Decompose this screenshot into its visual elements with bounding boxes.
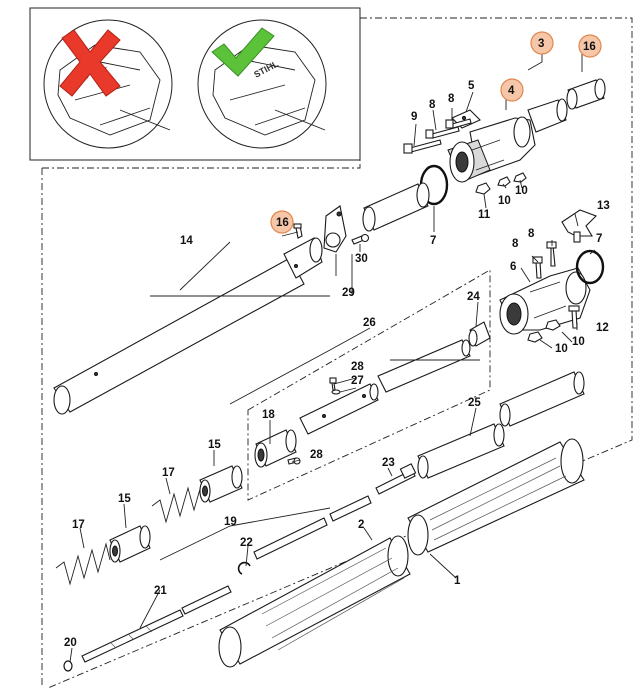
wrong-x-icon <box>59 29 121 97</box>
label-1: 1 <box>454 575 461 587</box>
label-2: 2 <box>358 519 364 531</box>
label-21: 21 <box>154 585 167 597</box>
label-14: 14 <box>180 235 193 247</box>
label-20: 20 <box>64 637 77 649</box>
clamp-29 <box>323 205 347 253</box>
spring-17-lower <box>55 542 111 586</box>
washer-27 <box>331 389 341 395</box>
label-7-lower: 7 <box>596 233 602 245</box>
spring-17-upper <box>151 480 207 524</box>
label-8d: 8 <box>512 238 519 250</box>
label-16-mid: 16 <box>276 217 289 229</box>
shaft-20 <box>81 609 184 663</box>
label-15-lower: 15 <box>118 493 131 505</box>
label-10b: 10 <box>515 185 528 197</box>
highlight-callouts <box>270 31 602 234</box>
label-30: 30 <box>355 253 368 265</box>
label-8a: 8 <box>448 93 455 105</box>
label-25: 25 <box>468 397 481 409</box>
screw-28-bottom <box>287 457 301 465</box>
sleeve-15-upper <box>199 465 243 503</box>
sleeve-15-lower <box>109 525 151 563</box>
label-23: 23 <box>382 457 395 469</box>
label-16-top: 16 <box>583 41 596 53</box>
label-24: 24 <box>467 291 480 303</box>
drive-tube-14 <box>53 237 323 415</box>
label-8c: 8 <box>528 228 535 240</box>
screw-30 <box>351 233 370 245</box>
label-17-lower: 17 <box>72 519 85 531</box>
sleeve-16-top <box>566 78 606 110</box>
callout-4-highlight <box>500 78 524 102</box>
label-8b: 8 <box>429 99 436 111</box>
nut-10b <box>513 172 527 183</box>
knob-13 <box>561 209 597 243</box>
callout-16-mid-highlight <box>270 210 294 234</box>
sleeve-tube <box>362 182 430 232</box>
screw-16-mid <box>293 223 303 239</box>
nut-10a <box>497 176 511 187</box>
circlip-22 <box>237 561 251 575</box>
label-10a: 10 <box>498 195 511 207</box>
sleeve-3 <box>527 98 568 133</box>
inset-correct: STIHL <box>197 19 327 149</box>
nut-10d <box>527 331 543 343</box>
label-15-upper: 15 <box>208 439 221 451</box>
label-28-top: 28 <box>351 361 364 373</box>
screw-8b <box>445 118 472 129</box>
handle-tube-1 <box>407 438 585 556</box>
label-19: 19 <box>224 516 237 528</box>
shaft-26-outer <box>377 339 471 393</box>
tube-25-upper <box>499 371 585 427</box>
correct-check-icon <box>211 27 275 77</box>
screw-9 <box>403 139 442 154</box>
shaft-23 <box>375 463 417 495</box>
inner-frame <box>247 269 491 501</box>
screw-28-top <box>329 377 337 391</box>
label-7-upper: 7 <box>430 235 436 247</box>
label-9: 9 <box>411 111 417 123</box>
label-5: 5 <box>468 80 475 92</box>
handle-tube-2 <box>218 535 411 668</box>
label-10d: 10 <box>555 343 568 355</box>
callout-3-highlight <box>530 31 554 55</box>
shaft-19-right <box>329 495 372 522</box>
sleeve-18 <box>254 429 297 468</box>
label-18: 18 <box>262 409 275 421</box>
shaft-19-left <box>253 517 328 560</box>
o-ring-20 <box>63 660 73 672</box>
label-13: 13 <box>597 200 610 212</box>
leader-lines <box>69 48 596 663</box>
nut-10c <box>545 319 561 331</box>
label-4: 4 <box>508 85 515 97</box>
inset-panel: STIHL STIHL <box>29 7 361 161</box>
label-10c: 10 <box>572 336 585 348</box>
nut-11 <box>475 182 491 195</box>
o-ring-7-lower <box>575 249 605 285</box>
label-26: 26 <box>363 317 376 329</box>
shaft-26-inner <box>299 383 379 435</box>
part-labels: 3 16 4 5 8 8 9 11 10 10 7 16 14 30 29 13… <box>64 38 610 649</box>
screw-8d <box>532 256 543 279</box>
label-11: 11 <box>478 209 491 221</box>
assembly-frame <box>41 17 633 689</box>
label-12: 12 <box>596 322 609 334</box>
callout-16-top-highlight <box>578 34 602 58</box>
label-3: 3 <box>538 38 544 50</box>
shaft-21 <box>181 585 232 615</box>
label-17-upper: 17 <box>162 467 175 479</box>
label-29: 29 <box>342 287 355 299</box>
label-27: 27 <box>351 375 364 387</box>
label-28-bottom: 28 <box>310 449 323 461</box>
screw-8c <box>546 241 557 267</box>
label-22: 22 <box>240 537 253 549</box>
bushing-24 <box>468 321 491 347</box>
tube-25-lower <box>417 423 505 479</box>
inset-wrong: STIHL <box>43 19 173 149</box>
screw-8a <box>425 126 460 139</box>
coupling-housing-4 <box>447 116 536 183</box>
label-6: 6 <box>510 261 516 273</box>
